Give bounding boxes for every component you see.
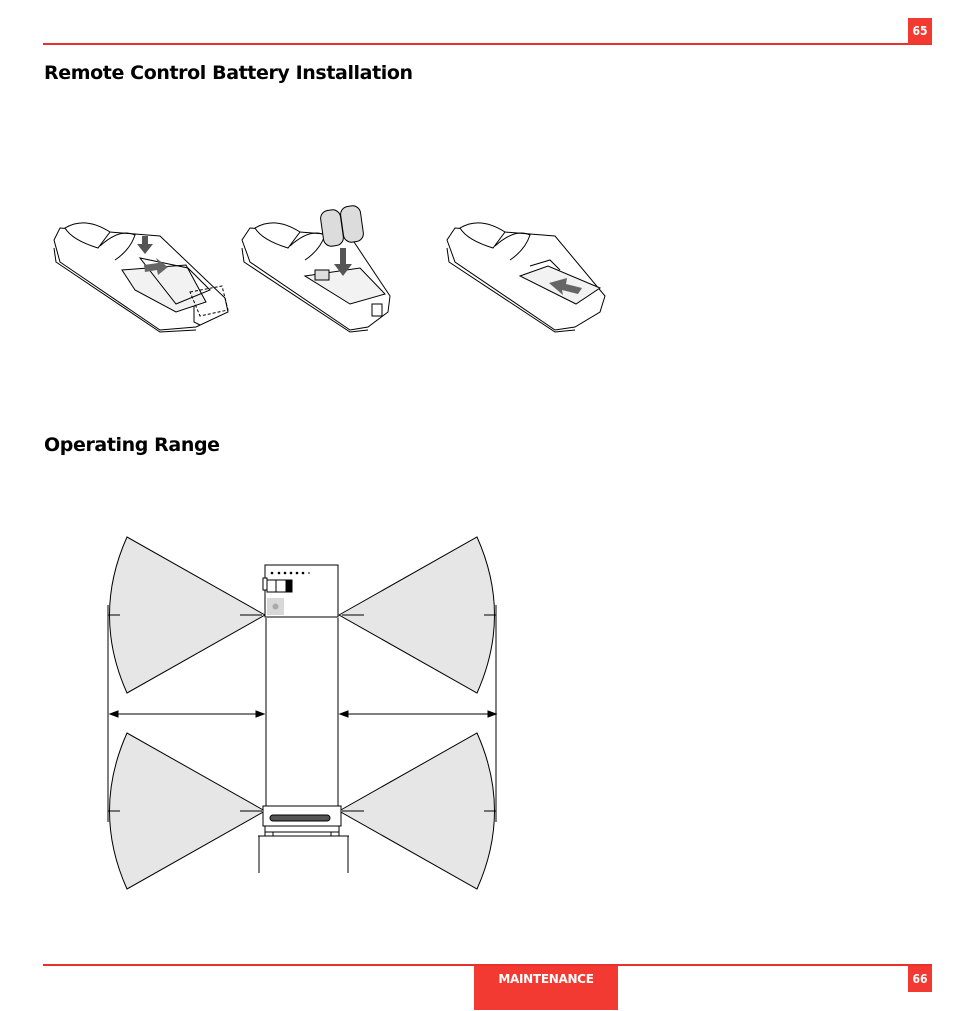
battery-section-title: Remote Control Battery Installation [44,62,413,84]
remote-step-1-illustration [53,222,229,333]
header-rule [43,43,932,45]
projector-front-view [258,805,349,873]
range-section-title: Operating Range [44,434,220,456]
remote-step-2-illustration [241,205,391,333]
remote-control-top-view [262,564,339,618]
footer-rule [43,964,932,966]
maintenance-section-tab: MAINTENANCE [474,966,618,1010]
range-dimension-left [108,710,266,718]
header-page-number: 65 [908,18,932,44]
range-dimension-right [338,710,498,718]
remote-step-3-illustration [446,222,606,333]
footer-page-number: 66 [908,966,932,992]
